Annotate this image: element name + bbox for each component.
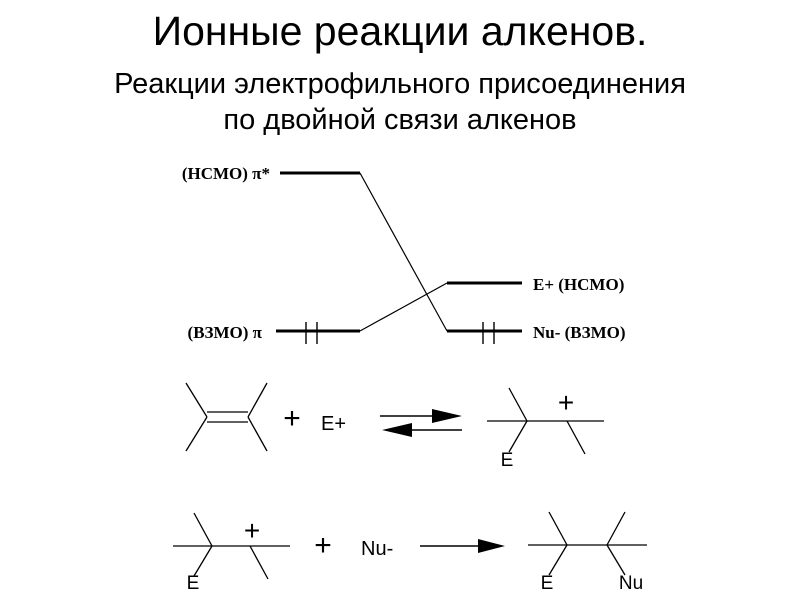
electrophile-reagent: E+ [321, 413, 346, 435]
nu-electron-pair [482, 322, 495, 344]
carbocation-charge: + [558, 387, 574, 418]
subtitle-line-2: по двойной связи алкенов [223, 104, 577, 136]
lumo-right-label: E+ (НСМО) [533, 275, 624, 294]
homo-left-label: (ВЗМО) π [188, 323, 263, 342]
correlation-line-1 [359, 172, 448, 332]
alkene-structure [185, 382, 268, 452]
forward-arrow [420, 539, 505, 553]
carbocation-structure-2 [173, 512, 290, 580]
carbocation-e-label: E [501, 450, 514, 471]
mo-diagram [276, 171, 522, 344]
homo-right-label: Nu- (ВЗМО) [533, 323, 626, 342]
nucleophile-reagent: Nu- [361, 538, 393, 560]
reaction2-plus-sign: + [314, 529, 332, 562]
correlation-line-2 [359, 282, 448, 332]
addition-product-structure [528, 511, 647, 576]
carbocation-2-e-label: E [187, 573, 200, 594]
lumo-left-label: (НСМО) π* [182, 164, 270, 183]
homo-electron-pair [305, 322, 318, 344]
reaction1-plus-sign: + [283, 402, 301, 435]
slide-subtitle: Реакции электрофильного присоединения по… [0, 66, 800, 138]
subtitle-line-1: Реакции электрофильного присоединения [114, 68, 686, 100]
product-e-label: E [541, 573, 554, 594]
slide-title: Ионные реакции алкенов. [152, 8, 648, 54]
product-nu-label: Nu [619, 573, 643, 594]
carbocation-2-charge: + [244, 515, 260, 546]
equilibrium-arrows [380, 409, 462, 437]
carbocation-structure [487, 387, 604, 455]
